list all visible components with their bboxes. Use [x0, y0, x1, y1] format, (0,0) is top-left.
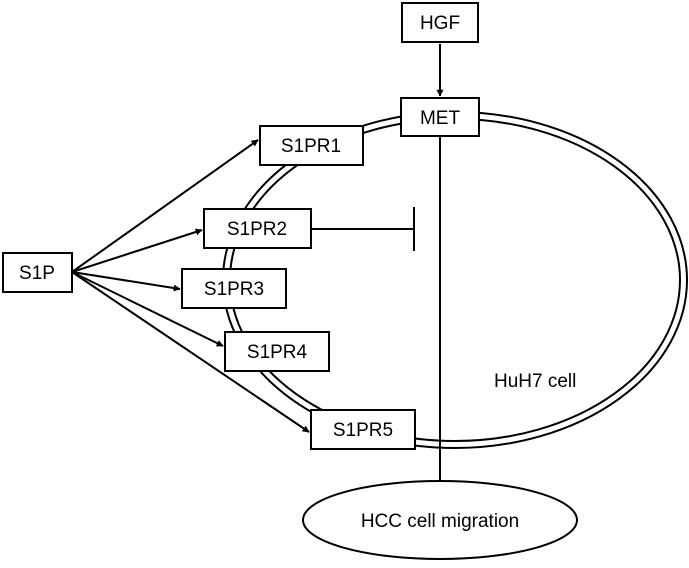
node-s1p-label: S1P [19, 263, 55, 284]
edge-s1p-to-s1pr5 [71, 271, 310, 433]
node-hgf-label: HGF [420, 13, 460, 34]
node-met: MET [400, 97, 480, 137]
node-s1pr4-label: S1PR4 [247, 342, 308, 363]
node-hgf: HGF [401, 2, 479, 43]
node-s1p: S1P [2, 252, 73, 293]
node-s1pr2: S1PR2 [203, 208, 312, 249]
edge-s1p-to-s1pr1 [71, 139, 259, 273]
edge-s1pr2-inhibits-migration [311, 207, 415, 251]
edge-s1p-to-s1pr3 [71, 271, 181, 292]
node-s1pr1-label: S1PR1 [281, 136, 341, 157]
edge-s1p-to-s1pr4 [71, 271, 224, 347]
node-met-label: MET [420, 108, 461, 129]
edge-s1p-to-s1pr2 [71, 228, 203, 273]
node-s1pr1: S1PR1 [259, 125, 364, 166]
node-hcc-cell-migration: HCC cell migration [302, 480, 578, 560]
node-s1pr4: S1PR4 [224, 331, 330, 372]
node-s1pr5: S1PR5 [310, 409, 416, 450]
node-s1pr3: S1PR3 [181, 268, 287, 309]
node-s1pr2-label: S1PR2 [227, 219, 287, 240]
node-s1pr3-label: S1PR3 [204, 279, 264, 300]
node-migration-label: HCC cell migration [361, 511, 519, 532]
node-s1pr5-label: S1PR5 [333, 420, 393, 441]
cell-label: HuH7 cell [494, 371, 576, 392]
